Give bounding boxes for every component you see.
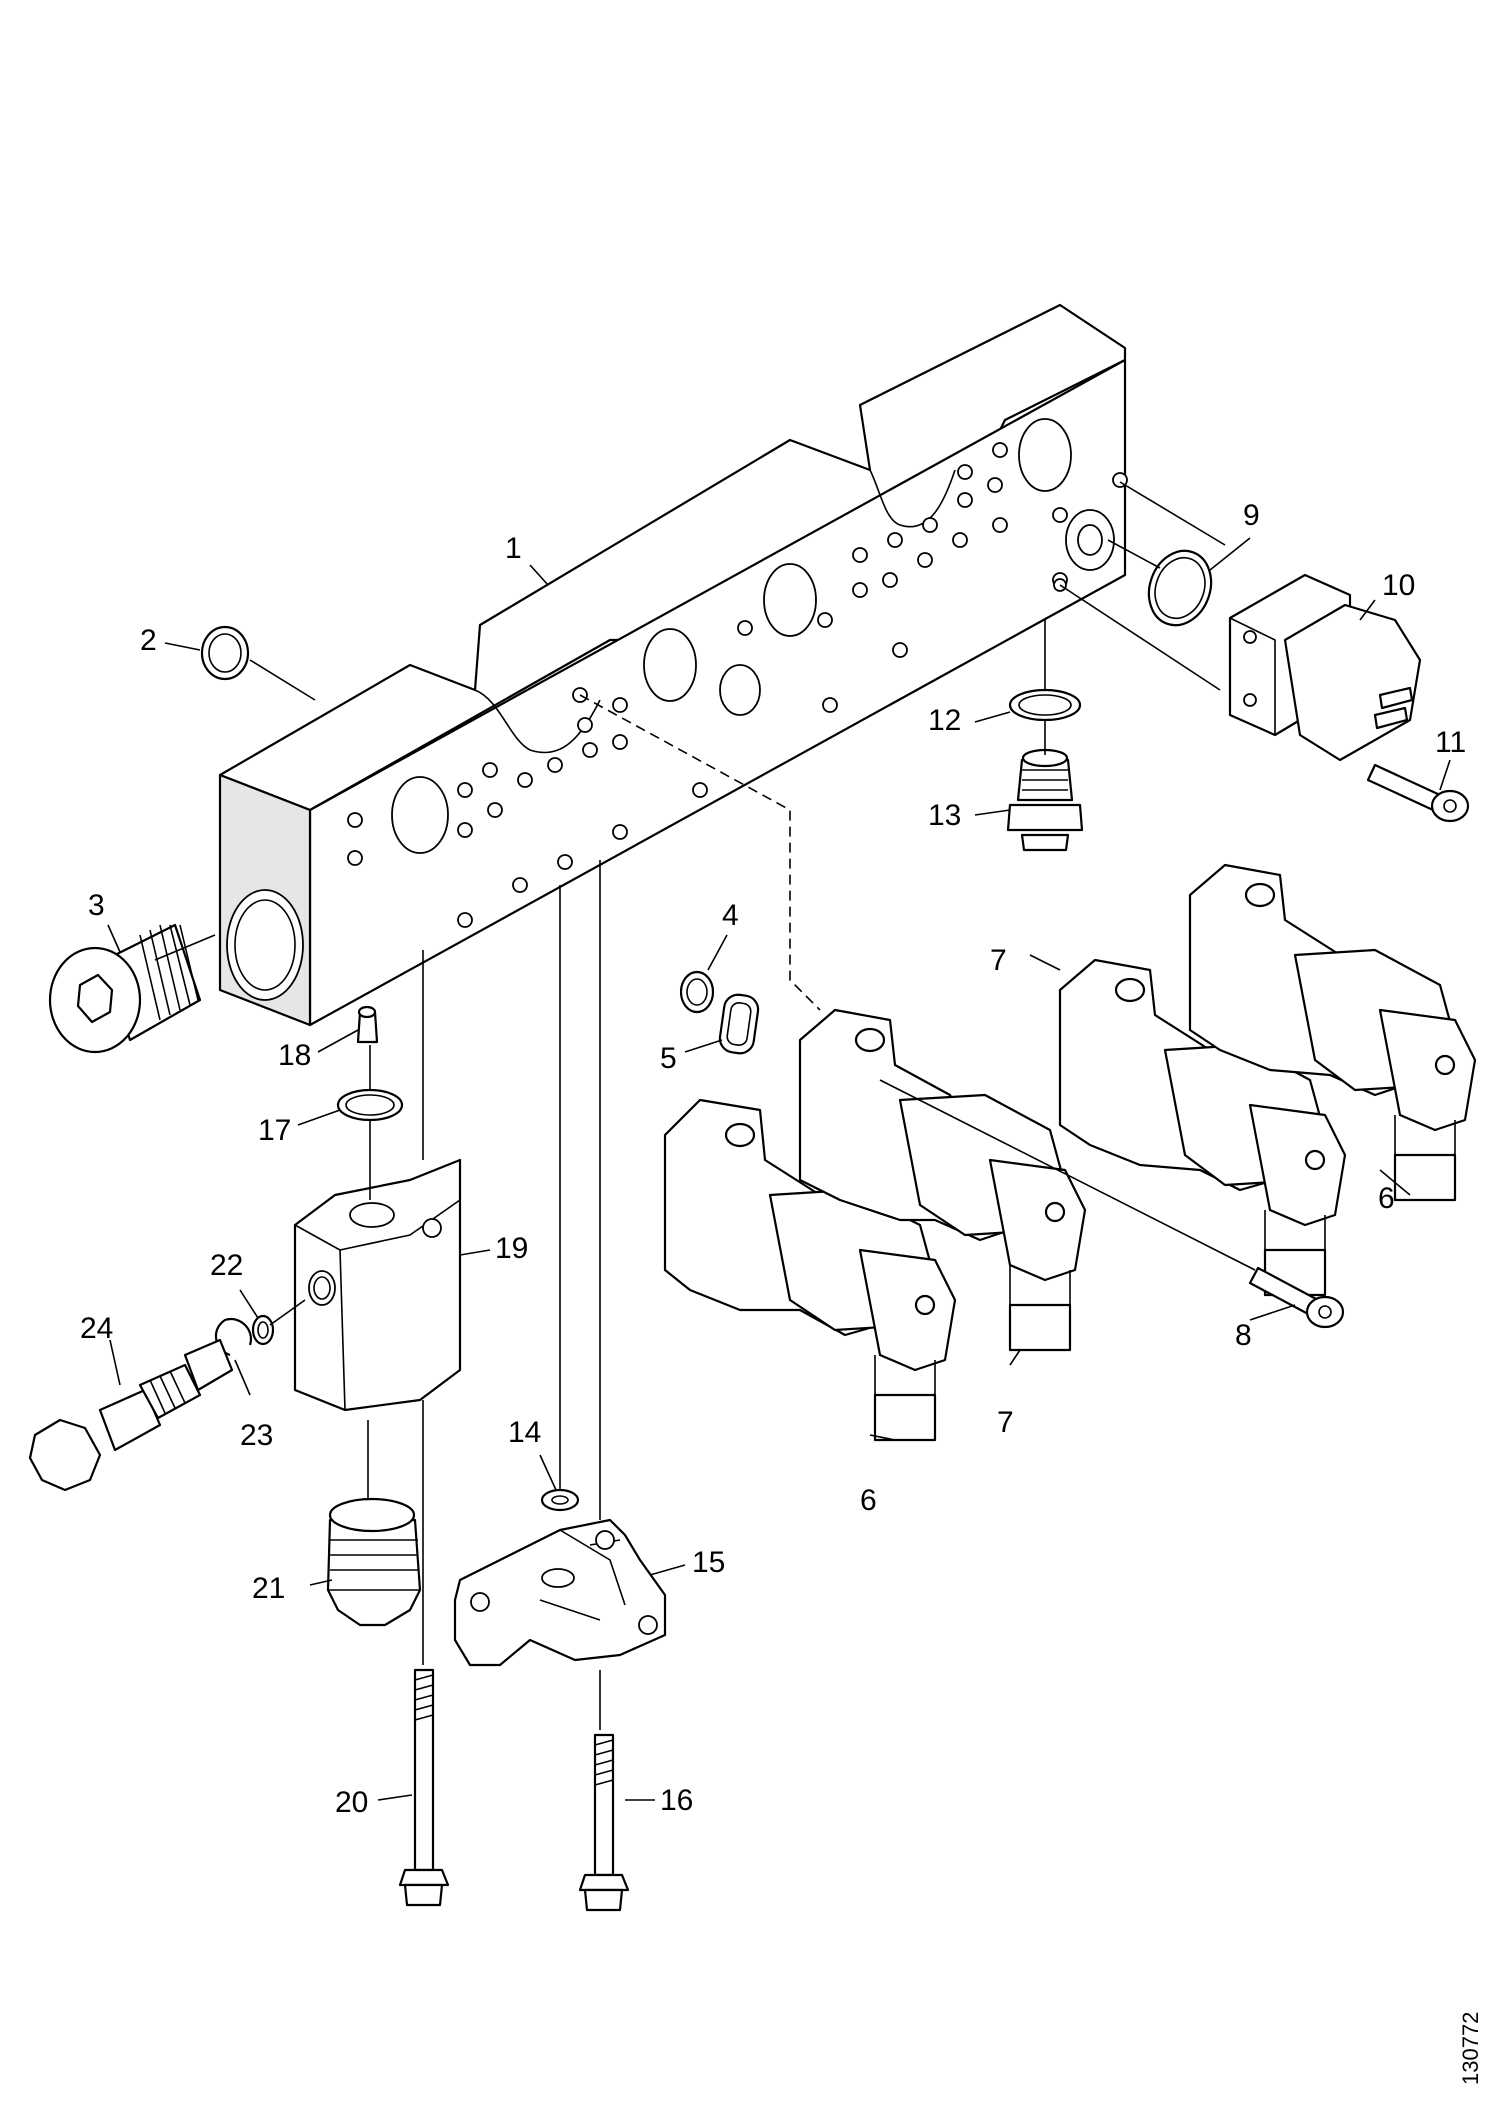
- part-12-seal-ring: [1008, 688, 1082, 722]
- solenoid-valve-front-left: [663, 1098, 957, 1442]
- callout-5: 5: [660, 1042, 677, 1075]
- callout-15: 15: [692, 1546, 725, 1579]
- part-15-cover: [453, 1518, 667, 1667]
- callout-16: 16: [660, 1784, 693, 1817]
- part-4-o-ring: [679, 970, 715, 1014]
- part-2-o-ring: [200, 625, 250, 681]
- callout-23: 23: [240, 1419, 273, 1452]
- part-19-valve-body: [293, 1158, 462, 1412]
- callout-13: 13: [928, 799, 961, 832]
- callout-14: 14: [508, 1416, 541, 1449]
- part-16-bolt: [578, 1733, 630, 1912]
- callout-2: 2: [140, 624, 157, 657]
- callout-11: 11: [1435, 726, 1466, 759]
- callout-10: 10: [1382, 569, 1415, 602]
- callout-24: 24: [80, 1312, 113, 1345]
- callout-18: 18: [278, 1039, 311, 1072]
- callout-leaders: [107, 537, 1451, 1801]
- part-20-bolt: [398, 1668, 450, 1907]
- part-8-screw: [1248, 1266, 1345, 1329]
- part-21-fitting: [326, 1497, 422, 1627]
- callout-17: 17: [258, 1114, 291, 1147]
- callout-3: 3: [88, 889, 105, 922]
- part-9-o-ring: [1147, 549, 1213, 627]
- part-11-screw: [1366, 763, 1470, 823]
- callout-6-rear: 6: [1378, 1182, 1395, 1215]
- callout-12: 12: [928, 704, 961, 737]
- part-18-breather: [356, 1005, 379, 1044]
- callout-21: 21: [252, 1572, 285, 1605]
- solenoid-valve-rear-right: [1188, 863, 1477, 1202]
- callout-7-rear: 7: [990, 944, 1007, 977]
- part-3-plug: [48, 923, 202, 1054]
- callout-6-front: 6: [860, 1484, 877, 1517]
- callout-19: 19: [495, 1232, 528, 1265]
- solenoid-valve-front-right: [798, 1008, 1087, 1352]
- callout-7-front: 7: [997, 1406, 1014, 1439]
- part-1-valve-block: [218, 303, 1128, 1027]
- part-22-ring: [251, 1314, 275, 1346]
- block-small-holes: [347, 442, 1128, 928]
- callout-1: 1: [505, 532, 522, 565]
- document-id: 130772: [1458, 2012, 1483, 2085]
- part-10-sensor: [1228, 573, 1422, 762]
- callout-8: 8: [1235, 1319, 1252, 1352]
- callout-4: 4: [722, 899, 739, 932]
- part-13-union: [1006, 748, 1084, 852]
- exploded-view-lines: [154, 481, 1256, 1730]
- callout-20: 20: [335, 1786, 368, 1819]
- part-24-cartridge: [28, 1338, 234, 1492]
- part-14-washer: [540, 1488, 580, 1512]
- part-5-seal: [718, 993, 760, 1055]
- callout-9: 9: [1243, 499, 1260, 532]
- callout-labels: 1 2 3 4 5 6 6 7 7 8 9 10 11 12 13 14 15 …: [80, 499, 1466, 1819]
- callout-22: 22: [210, 1249, 243, 1282]
- part-17-o-ring: [336, 1088, 404, 1122]
